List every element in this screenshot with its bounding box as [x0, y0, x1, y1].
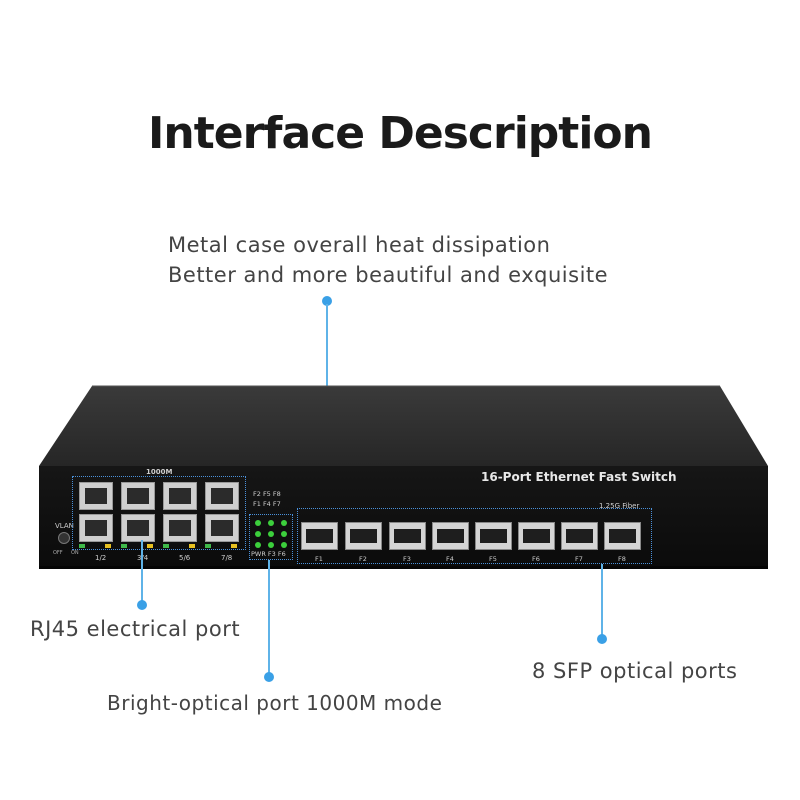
rj45-port — [163, 482, 197, 510]
sfp-port-label: F6 — [532, 555, 540, 563]
copper-port-frame — [72, 476, 246, 550]
status-led — [281, 531, 287, 537]
rj45-pair-label: 7/8 — [221, 554, 233, 562]
sfp-port-label: F8 — [618, 555, 626, 563]
vlan-off-label: OFF — [53, 550, 63, 556]
port-led-green — [79, 544, 85, 548]
bright-callout: Bright-optical port 1000M mode — [107, 691, 443, 715]
case-callout-line2: Better and more beautiful and exquisite — [168, 263, 609, 287]
rj45-port — [205, 482, 239, 510]
rj45-callout-dot — [137, 600, 147, 610]
fiber-speed-label: 1.25G Fiber — [599, 502, 640, 510]
status-led — [281, 520, 287, 526]
port-led-yellow — [147, 544, 153, 548]
sfp-port — [389, 522, 426, 550]
sfp-port — [604, 522, 641, 550]
sfp-port-frame — [297, 508, 652, 564]
port-led-green — [163, 544, 169, 548]
rj45-port — [163, 514, 197, 542]
sfp-port — [518, 522, 555, 550]
rj45-callout-leader — [141, 540, 143, 602]
status-led — [268, 520, 274, 526]
port-led-green — [205, 544, 211, 548]
sfp-port-label: F1 — [315, 555, 323, 563]
rj45-callout: RJ45 electrical port — [30, 617, 241, 641]
status-led — [268, 531, 274, 537]
status-led — [281, 542, 287, 548]
sfp-port — [475, 522, 512, 550]
sfp-port — [345, 522, 382, 550]
rj45-pair-label: 1/2 — [95, 554, 107, 562]
rj45-port — [79, 482, 113, 510]
sfp-port-label: F3 — [403, 555, 411, 563]
rj45-pair-label: 3/4 — [137, 554, 149, 562]
rj45-port — [79, 514, 113, 542]
vlan-label: VLAN — [55, 522, 74, 530]
port-led-yellow — [105, 544, 111, 548]
status-led-frame — [249, 514, 293, 560]
case-callout-dot — [322, 296, 332, 306]
switch-front-panel: 16-Port Ethernet Fast Switch 1.25G Fiber… — [39, 466, 768, 569]
led-row-label: F1 F4 F7 — [253, 500, 281, 508]
sfp-port-label: F7 — [575, 555, 583, 563]
rj45-pair-label: 5/6 — [179, 554, 191, 562]
bright-callout-leader — [268, 560, 270, 674]
sfp-port-label: F5 — [489, 555, 497, 563]
led-row-label: PWR F3 F6 — [251, 550, 286, 558]
vlan-on-label: ON — [71, 550, 79, 556]
bright-callout-dot — [264, 672, 274, 682]
led-row-label: F2 F5 F8 — [253, 490, 281, 498]
sfp-callout-leader — [601, 564, 603, 636]
sfp-port — [561, 522, 598, 550]
status-led — [255, 542, 261, 548]
sfp-port — [301, 522, 338, 550]
page-title: Interface Description — [148, 108, 653, 159]
sfp-port-label: F4 — [446, 555, 454, 563]
switch-model-name: 16-Port Ethernet Fast Switch — [481, 470, 677, 484]
status-led — [268, 542, 274, 548]
status-led — [255, 531, 261, 537]
rj45-port — [121, 514, 155, 542]
case-callout-leader — [326, 304, 328, 444]
copper-speed-label: 1000M — [146, 468, 173, 476]
sfp-port-label: F2 — [359, 555, 367, 563]
sfp-port — [432, 522, 469, 550]
port-led-green — [121, 544, 127, 548]
rj45-port — [121, 482, 155, 510]
sfp-callout-dot — [597, 634, 607, 644]
case-callout-line1: Metal case overall heat dissipation — [168, 233, 551, 257]
port-led-yellow — [231, 544, 237, 548]
vlan-switch[interactable] — [58, 532, 70, 544]
port-led-yellow — [189, 544, 195, 548]
status-led — [255, 520, 261, 526]
rj45-port — [205, 514, 239, 542]
sfp-callout: 8 SFP optical ports — [532, 659, 738, 683]
case-callout: Metal case overall heat dissipation Bett… — [168, 230, 608, 290]
